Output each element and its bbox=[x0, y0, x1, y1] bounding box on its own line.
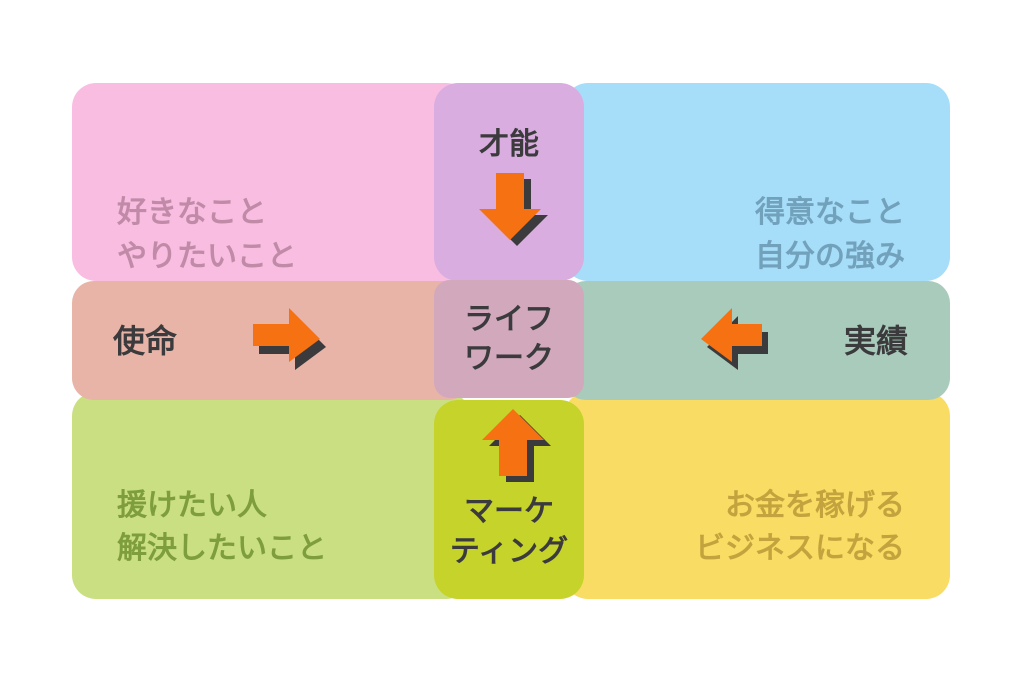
cell-marketing-line1: マーケ bbox=[464, 495, 554, 528]
cell-money-text: お金を稼げる ビジネスになる bbox=[695, 484, 905, 570]
cell-money: お金を稼げる ビジネスになる bbox=[564, 392, 950, 599]
cell-likes: 好きなこと やりたいこと bbox=[72, 83, 470, 281]
cell-money-line1: お金を稼げる bbox=[725, 489, 905, 522]
left-arrow-icon bbox=[701, 307, 774, 370]
up-arrow-icon bbox=[482, 409, 551, 482]
cell-achievements: 実績 bbox=[564, 281, 950, 400]
cell-strengths: 得意なこと 自分の強み bbox=[564, 83, 950, 281]
right-arrow-icon bbox=[253, 307, 326, 370]
cell-help-text: 援けたい人 解決したいこと bbox=[117, 484, 327, 570]
down-arrow-icon bbox=[479, 173, 548, 246]
cell-marketing: マーケ ティング bbox=[434, 400, 584, 599]
cell-marketing-label: マーケ ティング bbox=[434, 492, 584, 572]
cell-help: 援けたい人 解決したいこと bbox=[72, 392, 470, 599]
cell-strengths-line1: 得意なこと bbox=[755, 196, 905, 229]
cell-lifework-label: ライフ ワーク bbox=[434, 300, 584, 378]
cell-strengths-text: 得意なこと 自分の強み bbox=[755, 191, 905, 279]
cell-money-line2: ビジネスになる bbox=[695, 532, 905, 565]
cell-mission-label: 使命 bbox=[113, 322, 178, 359]
cell-help-line1: 援けたい人 bbox=[117, 489, 267, 522]
cell-talent: 才能 bbox=[434, 83, 584, 281]
cell-talent-label: 才能 bbox=[479, 128, 539, 161]
cell-strengths-line2: 自分の強み bbox=[755, 240, 905, 273]
cell-help-line2: 解決したいこと bbox=[117, 532, 327, 565]
cell-likes-line2: やりたいこと bbox=[117, 240, 297, 273]
cell-marketing-line2: ティング bbox=[449, 535, 569, 568]
cell-lifework-line2: ワーク bbox=[464, 342, 554, 375]
cell-achievements-label: 実績 bbox=[843, 322, 908, 359]
cell-lifework: ライフ ワーク bbox=[434, 280, 584, 398]
cell-likes-line1: 好きなこと bbox=[117, 196, 267, 229]
cell-likes-text: 好きなこと やりたいこと bbox=[117, 191, 297, 279]
cell-lifework-line1: ライフ bbox=[464, 303, 554, 336]
